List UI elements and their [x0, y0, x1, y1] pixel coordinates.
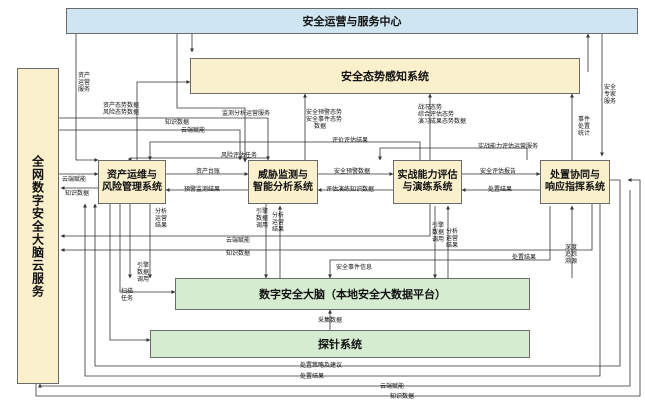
label-eval-knowledge: 评估演练知识数据 — [326, 186, 375, 193]
label-analysis-asset: 分析运营结果 — [155, 208, 168, 229]
probe-system: 探针系统 — [150, 330, 530, 358]
label-event-stat: 事件处置统计 — [578, 116, 591, 137]
label-deep-trace: 深度追踪溯源 — [565, 244, 578, 265]
label-engine-combat: 引擎数据调用 — [432, 222, 445, 243]
combat-line2: 与演练系统 — [402, 182, 453, 193]
security-ops-center: 安全运营与服务中心 — [66, 8, 638, 34]
asset-risk-system: 资产运维与 风险管理系统 — [98, 160, 166, 204]
label-warning-data: 安全预警数据 — [334, 168, 371, 175]
label-cloud-enable-mid: 云端赋能 — [226, 237, 251, 244]
label-eval-report: 安全评估报告 — [480, 168, 517, 175]
label-asset-ledger: 资产台账 — [196, 168, 221, 175]
response-line2: 响应指挥系统 — [545, 182, 605, 193]
asset-line1: 资产运维与 — [107, 170, 157, 181]
threat-line2: 智能分析系统 — [253, 182, 313, 193]
label-combat-awareness: 战况态势综合评估态势演习成果态势数据 — [418, 104, 467, 125]
response-line1: 处置协同与 — [550, 170, 600, 181]
label-expert-service: 安全专家服务 — [604, 84, 617, 105]
combat-line1: 实战能力评估 — [397, 170, 458, 181]
label-combat-ops: 实战能力评估运营服务 — [478, 143, 539, 150]
label-asset-threat-data: 资产态势数据风险态势数据 — [103, 102, 140, 116]
threat-analysis-system: 威胁监测与 智能分析系统 — [248, 160, 318, 204]
label-cloud-enable-left: 云端赋能 — [62, 176, 87, 183]
asset-line2: 风险管理系统 — [102, 182, 162, 193]
label-warning-result: 预警监测结果 — [184, 186, 221, 193]
label-asset-ops: 资产运营服务 — [78, 72, 91, 93]
label-threat-awareness: 安全预警态势安全事件态势数据 — [306, 109, 343, 130]
label-eval-result: 评价评估结果 — [332, 137, 369, 144]
label-scan-task: 扫描任务 — [121, 288, 134, 302]
digital-security-brain: 数字安全大脑（本地安全大数据平台） — [175, 278, 530, 310]
cloud-security-brain: 全网数字安全大脑云服务 — [17, 68, 59, 384]
label-response-result-bottom: 处置结果 — [300, 373, 325, 380]
label-engine-asset: 引擎数据调用 — [137, 262, 150, 283]
label-cloud-enable-bottom: 云端赋能 — [380, 383, 405, 390]
label-security-event: 安全事件信息 — [336, 264, 373, 271]
label-knowledge-bottom: 知识数据 — [390, 393, 415, 400]
situation-awareness-system: 安全态势感知系统 — [190, 58, 580, 94]
label-analysis-threat: 分析运营结果 — [272, 212, 285, 233]
label-cloud-enable-top: 云端赋能 — [181, 127, 206, 134]
label-collect-data: 采集数据 — [318, 317, 343, 324]
threat-line1: 威胁监测与 — [258, 170, 308, 181]
label-knowledge-top: 知识数据 — [165, 119, 190, 126]
label-engine-threat: 引擎数据调用 — [256, 208, 269, 229]
label-monitor-ops: 监测分析运营服务 — [222, 110, 271, 117]
label-policy-advice: 处置策略及建议 — [300, 362, 343, 369]
label-response-result: 处置结果 — [488, 186, 513, 193]
label-risk-task: 风险评估任务 — [221, 152, 258, 159]
response-command-system: 处置协同与 响应指挥系统 — [540, 160, 610, 204]
label-analysis-combat: 分析运营结果 — [446, 228, 459, 249]
label-response-result-mid: 处置结果 — [512, 254, 537, 261]
combat-eval-system: 实战能力评估 与演练系统 — [393, 160, 462, 204]
label-knowledge-left: 知识数据 — [65, 190, 90, 197]
label-knowledge-mid: 知识数据 — [226, 250, 251, 257]
